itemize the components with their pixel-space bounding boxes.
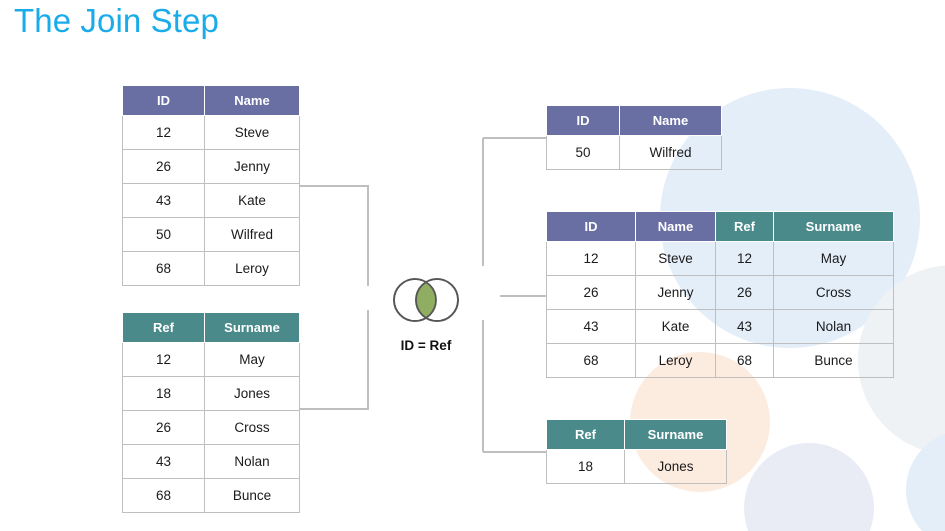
table-cell: 68 <box>122 251 205 286</box>
table-cell: 50 <box>122 217 205 252</box>
table-cell: 50 <box>546 135 620 170</box>
table-cell: Steve <box>204 115 300 150</box>
table-cell: Jones <box>204 376 300 411</box>
table-cell: Kate <box>635 309 716 344</box>
table-cell: 68 <box>715 343 774 378</box>
table-cell: Bunce <box>204 478 300 513</box>
table-cell: Cross <box>773 275 894 310</box>
column-header-surname: Surname <box>624 419 727 450</box>
table-cell: 26 <box>122 149 205 184</box>
table-cell: Leroy <box>204 251 300 286</box>
table-cell: 18 <box>546 449 625 484</box>
table-cell: May <box>773 241 894 276</box>
table-cell: Wilfred <box>204 217 300 252</box>
table-cell: Wilfred <box>619 135 722 170</box>
table-cell: Nolan <box>773 309 894 344</box>
column-header-id: ID <box>122 85 205 116</box>
venn-diagram <box>393 278 459 322</box>
table-cell: Leroy <box>635 343 716 378</box>
page-title: The Join Step <box>14 2 219 39</box>
table-cell: 12 <box>715 241 774 276</box>
table-cell: 18 <box>122 376 205 411</box>
column-header-ref: Ref <box>546 419 625 450</box>
table-cell: Nolan <box>204 444 300 479</box>
column-header-name: Name <box>204 85 300 116</box>
column-header-name: Name <box>619 105 722 136</box>
column-header-ref: Ref <box>122 312 205 343</box>
table-cell: 26 <box>122 410 205 445</box>
column-header-id: ID <box>546 211 636 242</box>
venn-label: ID = Ref <box>400 338 452 353</box>
table-cell: Bunce <box>773 343 894 378</box>
table-cell: Cross <box>204 410 300 445</box>
table-cell: Steve <box>635 241 716 276</box>
column-header-name: Name <box>635 211 716 242</box>
table-cell: Kate <box>204 183 300 218</box>
table-cell: 43 <box>122 444 205 479</box>
table-cell: Jones <box>624 449 727 484</box>
table-cell: 12 <box>122 115 205 150</box>
table-cell: Jenny <box>204 149 300 184</box>
table-cell: 43 <box>715 309 774 344</box>
table-cell: 43 <box>122 183 205 218</box>
table-cell: Jenny <box>635 275 716 310</box>
table-cell: 26 <box>546 275 636 310</box>
table-cell: 68 <box>546 343 636 378</box>
table-cell: May <box>204 342 300 377</box>
table-cell: 12 <box>122 342 205 377</box>
column-header-ref: Ref <box>715 211 774 242</box>
background-circle-lavender <box>744 443 874 531</box>
column-header-id: ID <box>546 105 620 136</box>
venn-intersection <box>416 279 436 321</box>
table-cell: 26 <box>715 275 774 310</box>
column-header-surname: Surname <box>773 211 894 242</box>
table-cell: 43 <box>546 309 636 344</box>
column-header-surname: Surname <box>204 312 300 343</box>
background-circle-blue-corner <box>906 430 945 531</box>
table-cell: 12 <box>546 241 636 276</box>
table-cell: 68 <box>122 478 205 513</box>
